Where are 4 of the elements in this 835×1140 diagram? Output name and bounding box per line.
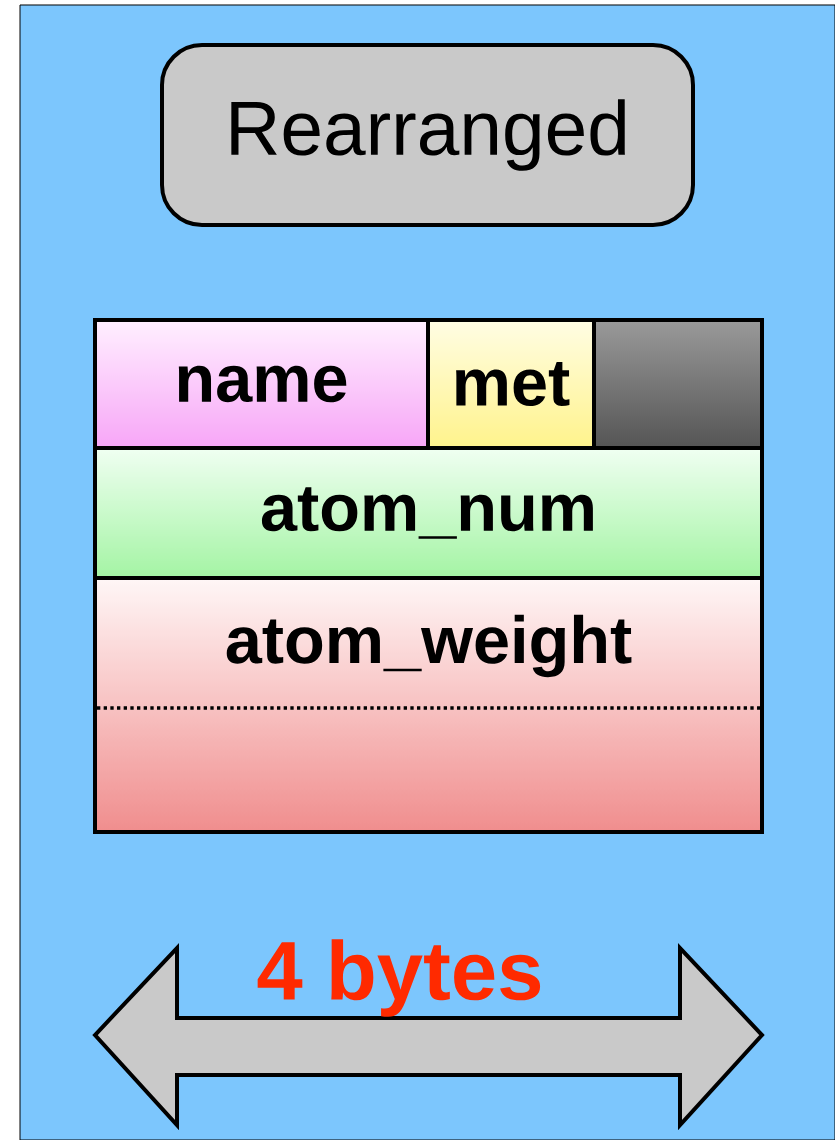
struct-field: met: [426, 318, 596, 450]
dimension-label: 4 bytes: [257, 939, 541, 1017]
struct-field: atom_weight: [93, 576, 764, 834]
title-box: Rearranged: [160, 43, 695, 227]
